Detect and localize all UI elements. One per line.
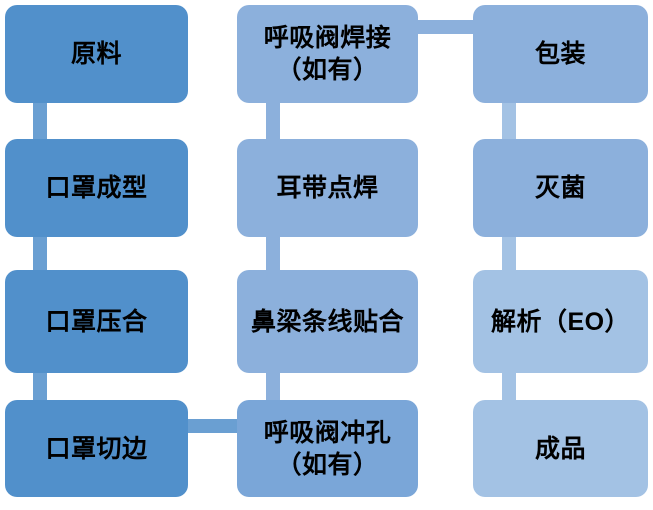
node-label: 呼吸阀冲孔（如有） xyxy=(263,418,392,479)
node-label: 成品 xyxy=(534,434,586,463)
node-label: 灭菌 xyxy=(534,174,586,202)
node-valve-punching[interactable]: 呼吸阀冲孔（如有） xyxy=(237,400,418,497)
connector-mask-trimming-to-valve-punching xyxy=(182,419,248,433)
connector-desorption-to-finished-product xyxy=(502,370,516,404)
node-label: 解析（EO） xyxy=(490,307,631,336)
node-label: 口罩成型 xyxy=(45,174,148,202)
node-sterilization[interactable]: 灭菌 xyxy=(473,139,648,237)
connector-packaging-to-sterilization xyxy=(502,100,516,142)
connector-valve-welding-to-packaging xyxy=(414,20,480,34)
node-raw-material[interactable]: 原料 xyxy=(5,5,188,103)
node-mask-trimming[interactable]: 口罩切边 xyxy=(5,400,188,497)
node-finished-product[interactable]: 成品 xyxy=(473,400,648,497)
connector-raw-material-to-mask-forming xyxy=(33,100,47,142)
node-label: 呼吸阀焊接（如有） xyxy=(263,24,392,84)
connector-nose-strip-bonding-to-earloop-welding xyxy=(266,234,280,274)
node-desorption-eo[interactable]: 解析（EO） xyxy=(473,270,648,373)
node-nose-strip-bonding[interactable]: 鼻梁条线贴合 xyxy=(237,270,418,373)
node-label: 包装 xyxy=(534,40,586,68)
node-mask-forming[interactable]: 口罩成型 xyxy=(5,139,188,237)
connector-mask-pressing-to-mask-trimming xyxy=(33,370,47,404)
node-mask-pressing[interactable]: 口罩压合 xyxy=(5,270,188,373)
connector-sterilization-to-desorption xyxy=(502,234,516,274)
connector-earloop-welding-to-valve-welding xyxy=(266,100,280,142)
node-label: 耳带点焊 xyxy=(276,174,379,202)
node-valve-welding[interactable]: 呼吸阀焊接（如有） xyxy=(237,5,418,103)
node-earloop-welding[interactable]: 耳带点焊 xyxy=(237,139,418,237)
node-label: 口罩压合 xyxy=(45,307,148,336)
node-label: 口罩切边 xyxy=(45,434,148,463)
connector-valve-punching-to-nose-strip-bonding xyxy=(266,370,280,404)
node-label: 鼻梁条线贴合 xyxy=(250,307,404,336)
node-packaging[interactable]: 包装 xyxy=(473,5,648,103)
connector-mask-forming-to-mask-pressing xyxy=(33,234,47,274)
node-label: 原料 xyxy=(70,40,122,68)
